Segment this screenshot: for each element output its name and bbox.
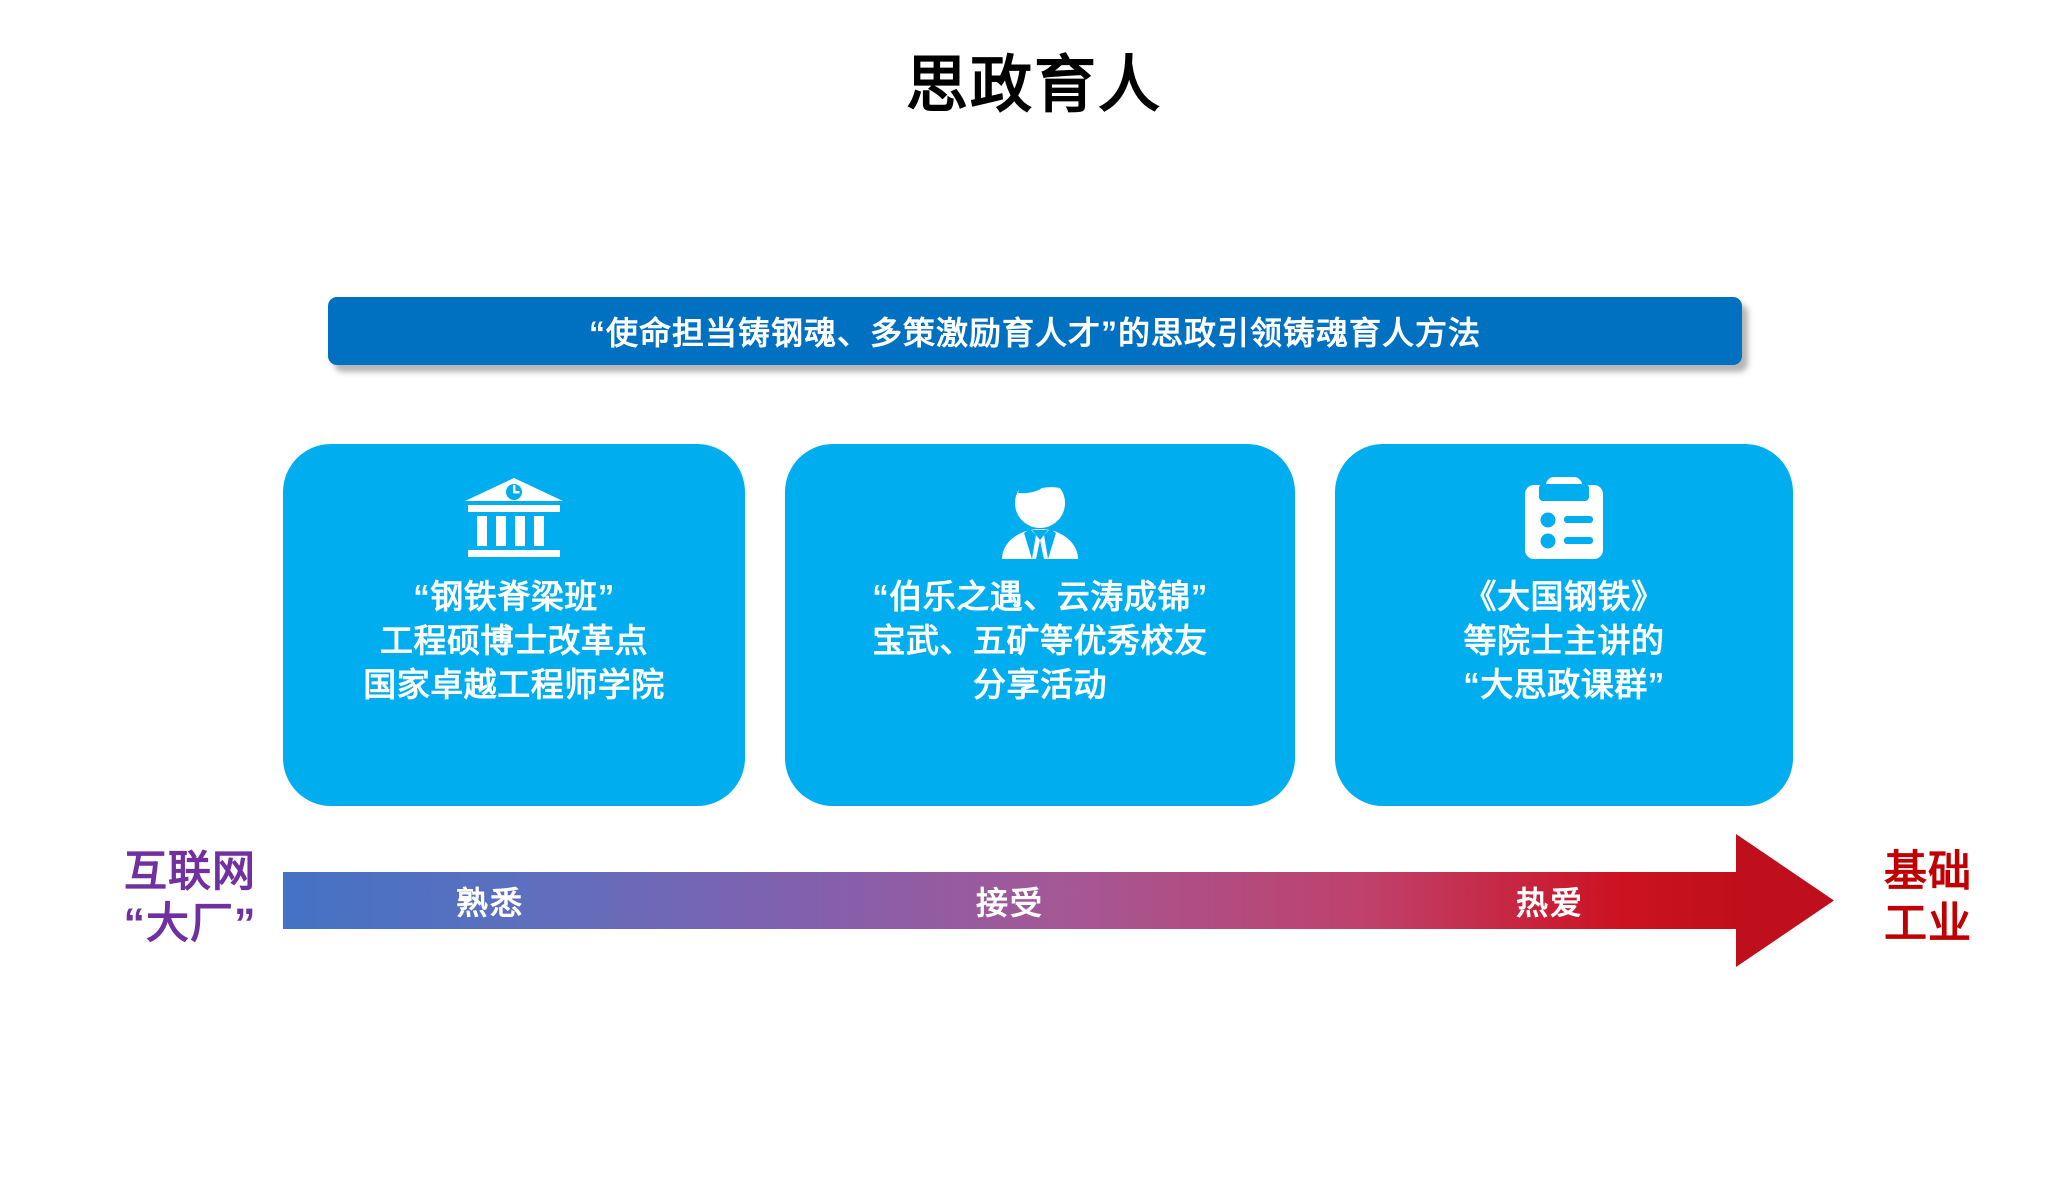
stage-label-jieshou: 接受 (975, 884, 1044, 921)
card-text-2: “伯乐之遇、云涛成锦” 宝武、五矿等优秀校友 分享活动 (785, 575, 1295, 707)
card-line: “伯乐之遇、云涛成锦” (872, 578, 1208, 615)
card-line: 工程硕博士改革点 (380, 621, 648, 659)
arrow-start-label: 互联网 “大厂” (100, 846, 280, 951)
arrow-start-label-line: “大厂” (123, 900, 257, 949)
arrow-end-label-line: 基础 (1884, 848, 1972, 896)
card-line: 国家卓越工程师学院 (363, 665, 665, 703)
card-line: 《大国钢铁》 (1463, 578, 1665, 615)
card-line: 宝武、五矿等优秀校友 (872, 621, 1208, 659)
card-line: “钢铁脊梁班” (413, 578, 615, 615)
card-line: “大思政课群” (1463, 665, 1665, 703)
stage-label-shuxi: 熟悉 (455, 884, 524, 921)
arrow-bar (283, 872, 1738, 929)
card-row: “钢铁脊梁班” 工程硕博士改革点 国家卓越工程师学院 “伯乐之遇、云涛成锦 (283, 444, 1793, 806)
card-line: 等院士主讲的 (1463, 621, 1665, 659)
method-banner: “使命担当铸钢魂、多策激励育人才”的思政引领铸魂育人方法 (328, 297, 1742, 365)
arrow-head-icon (1736, 834, 1834, 967)
bank-building-icon (462, 477, 566, 559)
card-daguo-gangtie[interactable]: 《大国钢铁》 等院士主讲的 “大思政课群” (1335, 444, 1793, 806)
card-gangtie-jiliang-ban[interactable]: “钢铁脊梁班” 工程硕博士改革点 国家卓越工程师学院 (283, 444, 745, 806)
arrow-start-label-line: 互联网 (124, 848, 256, 896)
arrow-end-label-line: 工业 (1884, 900, 1972, 949)
clipboard-checklist-icon (1521, 477, 1607, 559)
page-title: 思政育人 (905, 51, 1162, 120)
card-text-1: “钢铁脊梁班” 工程硕博士改革点 国家卓越工程师学院 (283, 575, 745, 707)
method-banner-text: “使命担当铸钢魂、多策激励育人才”的思政引领铸魂育人方法 (588, 315, 1481, 351)
arrow-end-label: 基础 工业 (1848, 846, 2008, 951)
stage-label-reai: 热爱 (1515, 884, 1584, 921)
person-icon (994, 477, 1086, 559)
card-bole-zhiyu[interactable]: “伯乐之遇、云涛成锦” 宝武、五矿等优秀校友 分享活动 (785, 444, 1295, 806)
card-text-3: 《大国钢铁》 等院士主讲的 “大思政课群” (1335, 575, 1793, 707)
card-line: 分享活动 (973, 665, 1107, 703)
